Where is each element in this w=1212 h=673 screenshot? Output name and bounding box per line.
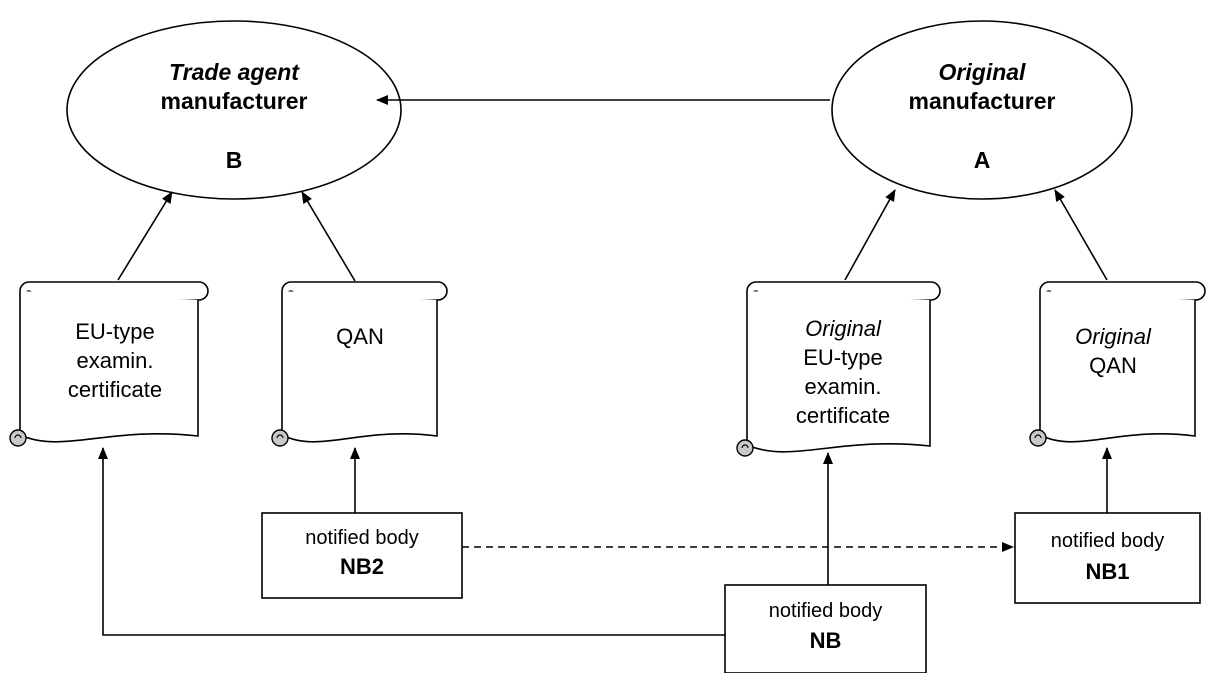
doc-eu-cert-a-line2: examin. — [804, 374, 882, 399]
manufacturer-b-letter: B — [225, 147, 243, 173]
nb1-code: NB1 — [1085, 559, 1130, 584]
manufacturer-a-letter: A — [973, 147, 991, 173]
nb2-code: NB2 — [339, 554, 384, 579]
scroll-bottom-curl — [1029, 429, 1047, 447]
notified-body-nb2-box — [261, 512, 463, 599]
manufacturer-b-line2: manufacturer — [160, 88, 308, 114]
manufacturer-a-line2: manufacturer — [908, 88, 1056, 114]
scroll-body — [746, 291, 931, 453]
nb-caption: notified body — [768, 600, 883, 622]
doc-eu-cert-a-line3: certificate — [795, 403, 891, 428]
doc-qan-b-line1: QAN — [336, 324, 384, 349]
doc-eu-cert-b-line2: examin. — [76, 348, 154, 373]
scroll-bottom-curl — [271, 429, 289, 447]
manufacturer-b-line1: Trade agent — [169, 59, 299, 85]
doc-eu-cert-b-line1: EU-type — [75, 319, 155, 344]
scroll-body — [281, 291, 438, 443]
scroll-bottom-curl — [9, 429, 27, 447]
scroll-bottom-curl-inner — [14, 434, 22, 439]
notified-body-nb-box — [724, 584, 927, 673]
arrow-eucert-to-b — [117, 191, 173, 281]
manufacturer-b-ellipse — [66, 20, 402, 200]
scroll-bottom-curl-inner — [1034, 434, 1042, 439]
scroll-doc-eu-cert-a — [736, 281, 941, 457]
scroll-bottom-curl-inner — [741, 444, 749, 449]
doc-qan-a-line1: QAN — [1089, 353, 1137, 378]
manufacturer-a-ellipse — [831, 20, 1133, 200]
nb2-caption: notified body — [305, 527, 419, 549]
scroll-doc-qan-a — [1029, 281, 1206, 447]
doc-eu-cert-a-line1: EU-type — [803, 345, 883, 370]
scroll-doc-qan-b — [271, 281, 448, 447]
doc-eu-cert-b-line3: certificate — [67, 377, 163, 402]
scroll-bottom-curl — [736, 439, 754, 457]
arrow-nb-to-eucert-b — [98, 447, 725, 636]
doc-eu-cert-a-qualifier: Original — [805, 316, 881, 341]
notified-body-nb1-box — [1014, 512, 1201, 604]
scroll-body — [19, 291, 199, 443]
arrow-qan-to-b — [301, 191, 356, 282]
scroll-bottom-curl-inner — [276, 434, 284, 439]
scroll-body — [1039, 291, 1196, 443]
arrow-orig-qan-to-a — [1054, 189, 1108, 281]
doc-qan-a-qualifier: Original — [1075, 324, 1151, 349]
manufacturer-a-line1: Original — [938, 59, 1026, 85]
nb1-caption: notified body — [1050, 530, 1165, 552]
scroll-doc-eu-cert-b — [9, 281, 209, 447]
arrow-orig-eucert-to-a — [844, 189, 896, 281]
nb-code: NB — [809, 628, 842, 653]
